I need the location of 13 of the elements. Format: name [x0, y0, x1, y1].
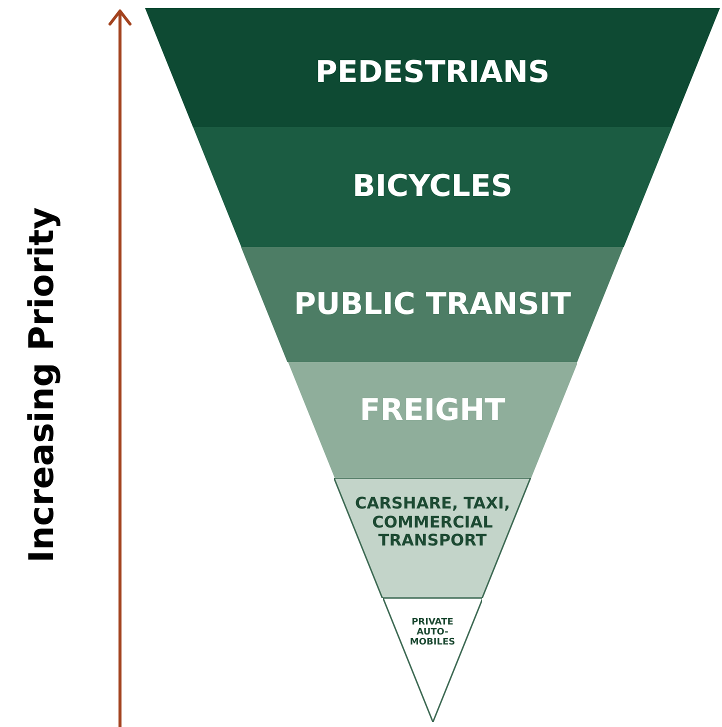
pyramid-band	[334, 478, 531, 598]
pyramid-band	[288, 362, 578, 478]
band-label: PEDESTRIANS	[314, 56, 551, 91]
pyramid-band	[241, 247, 624, 362]
band-label: PRIVATE AUTO-MOBILES	[408, 617, 456, 648]
band-label: FREIGHT	[358, 393, 506, 428]
band-label: PUBLIC TRANSIT	[292, 287, 572, 322]
pyramid-band	[382, 598, 482, 722]
band-label: CARSHARE, TAXI, COMMERCIAL TRANSPORT	[354, 494, 512, 550]
axis-label: Increasing Priority	[22, 207, 62, 563]
band-label: BICYCLES	[352, 170, 514, 204]
pyramid-band	[145, 8, 720, 127]
pyramid-band	[192, 127, 672, 247]
